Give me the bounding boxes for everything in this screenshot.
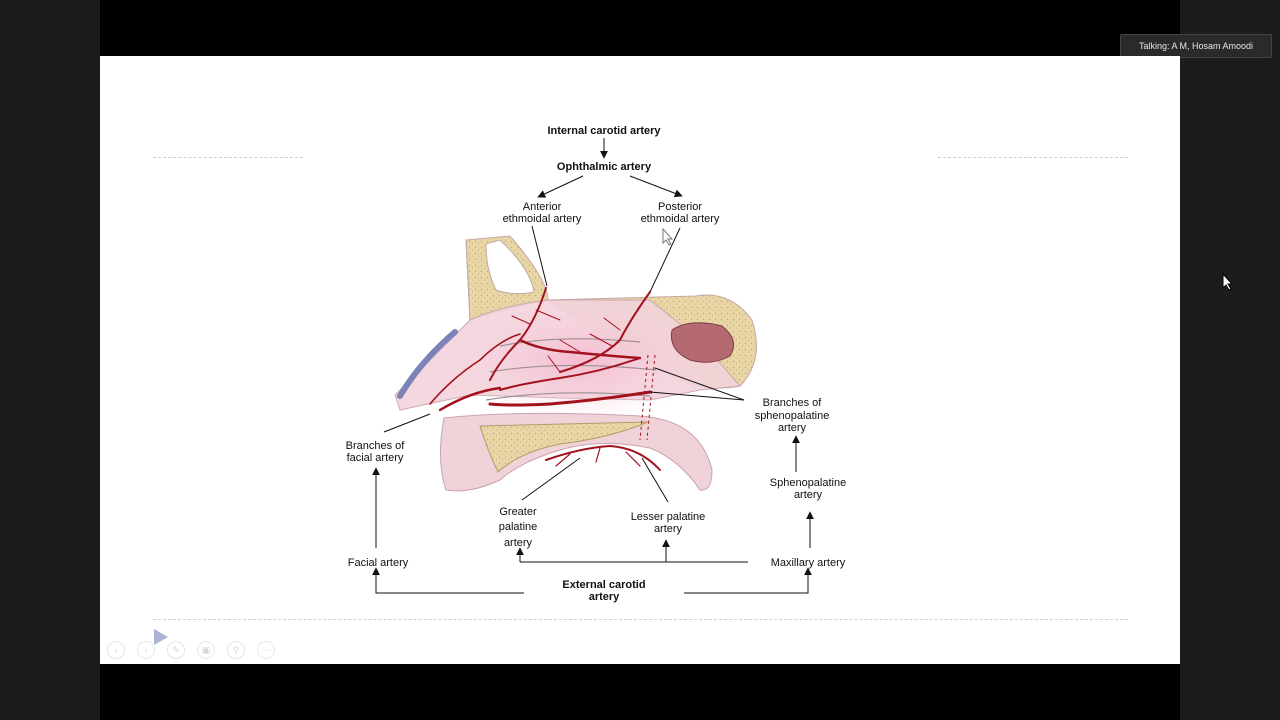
play-icon[interactable]	[153, 628, 169, 646]
slides-icon[interactable]: ▣	[197, 641, 215, 659]
mouse-pointer-icon	[1222, 273, 1234, 291]
more-icon[interactable]: ⋯	[257, 641, 275, 659]
top-letterbox	[100, 0, 1180, 56]
slideshow-toolbar: ‹ › ✎ ▣ ⚲ ⋯	[100, 634, 300, 660]
branches-facial-label-line1: Branches of	[346, 440, 406, 452]
pen-icon[interactable]: ✎	[167, 641, 185, 659]
nasal-anatomy-illustration	[394, 235, 757, 492]
external-carotid-label-line1: External carotid	[562, 579, 645, 591]
lesser-palatine-label-line1: Lesser palatine	[631, 511, 706, 523]
slide-divider-bottom	[153, 619, 1128, 620]
sphenopalatine-label-line2: artery	[794, 489, 823, 501]
next-icon[interactable]: ›	[137, 641, 155, 659]
branches-facial-label-line2: facial artery	[347, 452, 404, 464]
talking-indicator: Talking: A M, Hosam Amoodi	[1120, 34, 1272, 58]
greater-palatine-label-line2: palatine	[499, 521, 538, 533]
zoom-icon[interactable]: ⚲	[227, 641, 245, 659]
lesser-palatine-label-line2: artery	[654, 523, 683, 535]
posterior-ethmoidal-label-line2: ethmoidal artery	[641, 213, 720, 225]
branches-sphenopalatine-label-line2: sphenopalatine	[755, 410, 830, 422]
anterior-ethmoidal-label-line1: Anterior	[523, 201, 562, 213]
branches-sphenopalatine-label-line1: Branches of	[763, 397, 823, 409]
branches-sphenopalatine-label-line3: artery	[778, 422, 807, 434]
maxillary-artery-label: Maxillary artery	[771, 557, 846, 569]
posterior-ethmoidal-label-line1: Posterior	[658, 201, 702, 213]
greater-palatine-label-line1: Greater	[499, 506, 537, 518]
diagram-connectors	[372, 138, 814, 594]
presentation-slide: Internal carotid artery Ophthalmic arter…	[100, 56, 1180, 664]
facial-artery-label: Facial artery	[348, 557, 409, 569]
greater-palatine-label-line3: artery	[504, 537, 533, 549]
internal-carotid-label: Internal carotid artery	[547, 125, 661, 137]
previous-icon[interactable]: ‹	[107, 641, 125, 659]
ophthalmic-label: Ophthalmic artery	[557, 161, 652, 173]
bottom-letterbox	[100, 664, 1180, 720]
slide-divider-top-right	[938, 157, 1128, 158]
anterior-ethmoidal-label-line2: ethmoidal artery	[503, 213, 582, 225]
slide-divider-top-left	[153, 157, 303, 158]
cursor-arrow-icon	[662, 228, 674, 246]
nasal-blood-supply-diagram: Internal carotid artery Ophthalmic arter…	[346, 125, 847, 603]
external-carotid-label-line2: artery	[589, 591, 620, 603]
sphenopalatine-label-line1: Sphenopalatine	[770, 477, 846, 489]
